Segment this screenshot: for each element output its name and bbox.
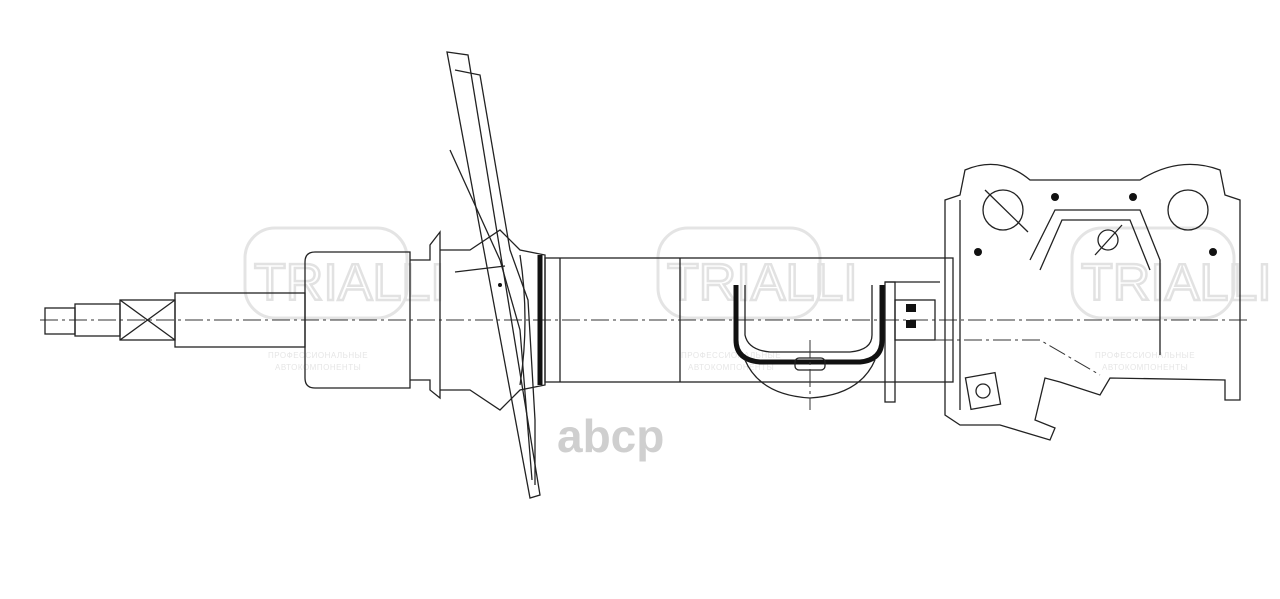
body-tube: [544, 257, 954, 403]
watermark-line2: АВТОКОМПОНЕНТЫ: [688, 363, 774, 372]
watermark-brand: TRIALLI: [254, 254, 445, 312]
watermark-line2: АВТОКОМПОНЕНТЫ: [275, 363, 361, 372]
watermark-trialli: TRIALLI ПРОФЕССИОНАЛЬНЫЕ АВТОКОМПОНЕНТЫ …: [243, 226, 1273, 372]
watermark-line2: АВТОКОМПОНЕНТЫ: [1102, 363, 1188, 372]
knuckle-bracket: [935, 163, 1241, 441]
watermark-brand: TRIALLI: [1081, 254, 1272, 312]
watermark-line1: ПРОФЕССИОНАЛЬНЫЕ: [268, 351, 368, 360]
abcp-logo: abcp: [557, 410, 664, 462]
watermark-line1: ПРОФЕССИОНАЛЬНЫЕ: [1095, 351, 1195, 360]
stabilizer-bracket: [733, 285, 885, 410]
spring-seat: [446, 51, 541, 499]
abcp-logo-text: abcp: [557, 410, 664, 462]
watermark-brand: TRIALLI: [667, 254, 858, 312]
watermark-line1: ПРОФЕССИОНАЛЬНЫЕ: [681, 351, 781, 360]
